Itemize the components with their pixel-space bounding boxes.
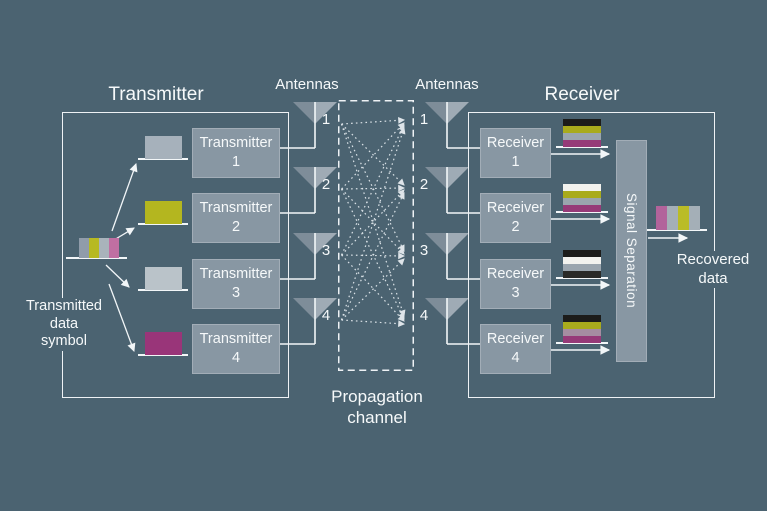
unit-label: Transmitter — [199, 266, 273, 282]
rx-stack-2-band-4 — [563, 205, 601, 212]
unit-number: 1 — [511, 154, 520, 170]
unit-number: 2 — [511, 219, 520, 235]
rx-stack-2-band-1 — [563, 184, 601, 191]
unit-number: 1 — [231, 154, 241, 170]
transmitted-data-symbol-label: Transmitted data symbol — [23, 298, 105, 351]
rx-stack-4-band-4 — [563, 336, 601, 343]
recovered-bar-4 — [689, 206, 700, 230]
rx-stack-4-band-3 — [563, 329, 601, 336]
tx-antenna-icon-4 — [277, 298, 337, 345]
unit-number: 4 — [231, 350, 241, 366]
rx-antenna-number-3: 3 — [419, 242, 429, 259]
rx-antenna-icon-4 — [425, 298, 480, 345]
receiver-unit-box-2: Receiver 2 — [480, 193, 551, 243]
recovered-data-label: Recovered data — [673, 251, 753, 288]
rx-antenna-number-4: 4 — [419, 307, 429, 324]
symbol-bar-4 — [109, 238, 119, 258]
rx-stack-1-band-4 — [563, 140, 601, 147]
unit-number: 3 — [511, 285, 520, 301]
receiver-unit-box-4: Receiver 4 — [480, 324, 551, 374]
rx-antenna-icon-1 — [425, 102, 480, 149]
rx-stack-1-band-1 — [563, 119, 601, 126]
symbol-label-line-1: Transmitted — [25, 298, 102, 314]
unit-label: Transmitter — [199, 331, 273, 347]
rx-stack-2-band-2 — [563, 191, 601, 198]
rx-stack-3-band-4 — [563, 271, 601, 278]
separation-output-lines — [646, 229, 707, 243]
signal-separation-box: Signal Separation — [616, 140, 647, 362]
tx-antenna-icon-1 — [277, 102, 337, 149]
tx-antenna-number-1: 1 — [321, 111, 331, 128]
unit-label: Transmitter — [199, 135, 273, 151]
tx-antenna-number-4: 4 — [321, 307, 331, 324]
symbol-label-line-3: symbol — [41, 333, 87, 349]
transmitter-outer-box — [62, 112, 289, 398]
symbol-bar-3 — [99, 238, 109, 258]
recovered-label-line-2: data — [698, 269, 728, 287]
unit-label: Receiver — [486, 331, 545, 347]
symbol-label-line-2: data — [49, 315, 79, 332]
unit-number: 4 — [511, 350, 520, 366]
rx-stack-pedestals — [556, 146, 608, 344]
tx-antenna-number-3: 3 — [321, 242, 331, 259]
unit-number: 2 — [231, 219, 241, 235]
channel-mesh-lines — [340, 117, 406, 327]
rx-antennas-title: Antennas — [415, 76, 479, 93]
rx-stack-1-band-3 — [563, 133, 601, 140]
transmitter-unit-box-1: Transmitter 1 — [192, 128, 280, 178]
rx-antenna-number-2: 2 — [419, 176, 429, 193]
rx-stack-3-band-2 — [563, 257, 601, 264]
recovered-bar-2 — [667, 206, 678, 230]
rx-antenna-icon-3 — [425, 233, 480, 280]
signal-separation-label: Signal Separation — [624, 193, 639, 309]
transmitter-unit-box-3: Transmitter 3 — [192, 259, 280, 309]
propagation-channel-box — [338, 100, 414, 371]
recovered-bar-3 — [678, 206, 689, 230]
rx-stack-1-band-2 — [563, 126, 601, 133]
unit-number: 3 — [231, 285, 241, 301]
rx-to-separation-arrows — [549, 149, 611, 355]
propagation-channel-label: Propagation channel — [307, 386, 447, 428]
rx-stack-2-band-3 — [563, 198, 601, 205]
propagation-label-line-1: Propagation — [331, 387, 423, 406]
tx-antenna-icon-2 — [277, 167, 337, 214]
rx-stack-4-band-1 — [563, 315, 601, 322]
receiver-unit-box-1: Receiver 1 — [480, 128, 551, 178]
receiver-title: Receiver — [544, 84, 620, 105]
rx-stack-3-band-3 — [563, 264, 601, 271]
rx-antenna-number-1: 1 — [419, 111, 429, 128]
tx-pulse-2 — [145, 201, 182, 224]
tx-pulse-3 — [145, 267, 182, 290]
tx-antenna-icon-3 — [277, 233, 337, 280]
tx-antenna-number-2: 2 — [321, 176, 331, 193]
tx-antennas-title: Antennas — [275, 76, 339, 93]
transmitter-unit-box-2: Transmitter 2 — [192, 193, 280, 243]
tx-pulse-1 — [145, 136, 182, 159]
rx-stack-4-band-2 — [563, 322, 601, 329]
recovered-label-line-1: Recovered — [676, 251, 750, 268]
unit-label: Receiver — [486, 200, 545, 216]
transmitter-unit-box-4: Transmitter 4 — [192, 324, 280, 374]
symbol-bar-1 — [79, 238, 89, 258]
propagation-label-line-2: channel — [347, 408, 407, 427]
recovered-bar-1 — [656, 206, 667, 230]
transmitter-title: Transmitter — [108, 84, 204, 105]
rx-stack-3-band-1 — [563, 250, 601, 257]
receiver-unit-box-3: Receiver 3 — [480, 259, 551, 309]
tx-pulse-pedestals — [66, 158, 188, 356]
symbol-bar-2 — [89, 238, 99, 258]
rx-antenna-icon-2 — [425, 167, 480, 214]
unit-label: Transmitter — [199, 200, 273, 216]
unit-label: Receiver — [486, 266, 545, 282]
tx-pulse-4 — [145, 332, 182, 355]
unit-label: Receiver — [486, 135, 545, 151]
